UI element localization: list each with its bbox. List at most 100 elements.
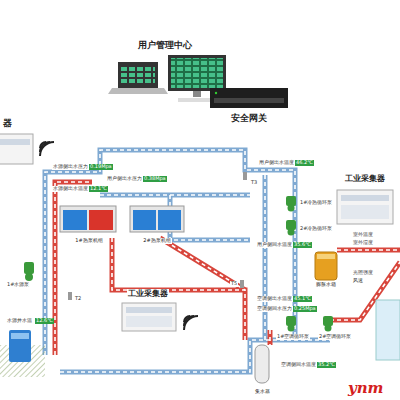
sensor-label: T3 [250,180,258,186]
expansion-tank-part [315,252,337,280]
value-badge: 0.38Mpa [143,176,167,182]
pipe-part [112,238,245,340]
sensor-label: 光照强度 [352,270,374,276]
pipe-part [269,330,271,345]
water-well-part [11,333,29,339]
sensor-symbol [68,172,247,300]
laptop-part [121,65,155,85]
pipe [45,150,400,372]
device-node: 安全网关 [205,86,293,123]
pipe-part [45,150,295,355]
pump-symbol [24,196,333,332]
heat-pump-unit-part [63,210,87,230]
cooling-tower-part [376,300,400,360]
sensor-label: 用户侧出水压力 [106,176,143,182]
value-badge: 0.25Mpa [293,306,317,312]
heat-pump-unit-part [89,210,113,230]
pipe-part [112,238,245,340]
sensor-label: 1#空调循环泵 [276,334,310,340]
laptop [108,62,168,94]
value-badge: 0.19Mpa [89,164,113,170]
pipe-part [45,150,295,355]
device-node: 2#热泵机组 [128,204,186,244]
expansion-tank-part [317,254,335,259]
collector-device-part [337,190,393,224]
monitor-part [171,58,223,88]
collector-device-part [0,139,30,145]
sensor-label: 空调侧出水温度 [256,296,293,302]
device-node: 工业采集器 [332,174,398,227]
sensor-label: 1#冷热循环泵 [299,200,333,206]
sensor-symbol-part [243,172,247,180]
device-label: 集水器 [254,389,271,395]
device-node: 用户管理中心 [100,40,230,105]
monitor-part [168,55,226,91]
device-node: 膨胀水箱 [306,250,346,288]
sensor-symbol-part [68,292,72,300]
pipe-part [160,238,245,290]
sensor-label: 用户侧出水温度 [258,160,295,166]
water-well-part [9,330,31,362]
value-badge: 35.6℃ [293,242,312,248]
pipe-part [60,340,330,372]
collector-device-part [122,303,176,331]
wifi-symbol [40,142,198,330]
collector-tank [255,345,269,383]
device-label: 用户管理中心 [137,40,193,50]
pump-symbol-part [288,229,295,236]
heat-pump-unit-part [130,206,184,232]
pipe-part [264,175,266,340]
monitor-part [171,58,223,88]
sensor-label: T5 [230,281,238,287]
heat-pump-unit [60,206,184,232]
sensor-label: 2#空调循环泵 [318,334,352,340]
sensor-label: 2#冷热循环泵 [299,226,333,232]
device-label: 工业采集器 [344,174,386,183]
sensor-label: 风速 [352,278,364,284]
watermark: ynm [348,380,384,397]
laptop-part [118,62,158,88]
device-label: 器 [3,118,12,128]
wifi-symbol-part [184,316,198,330]
gateway-device-part [210,88,288,108]
collector-device-part [126,307,172,313]
collector-device-part [0,134,33,164]
sensor-label: 空调侧回水温度 [280,362,317,368]
device-label: 安全网关 [230,113,268,123]
sensor-label: 水源侧出水压力 [52,164,89,170]
heat-pump-unit-part [60,206,116,232]
pipe-part [263,175,268,340]
pump-symbol-part [288,205,295,212]
heat-pump-unit-part [158,210,181,230]
collector-device [0,134,393,331]
pipe-part [268,330,273,345]
device-node: 1#热泵机组 [58,204,120,244]
value-badge: 12.6℃ [35,318,54,324]
sensor-label: 用户侧回水温度 [256,242,293,248]
device-node: 集水器 [248,343,276,395]
wifi-symbol-part [40,142,54,156]
pump-symbol-part [288,325,295,332]
sensor-label: 1#水源泵 [6,282,30,288]
heat-pump-unit-part [133,210,156,230]
gateway-device [210,88,288,108]
pipe-part [160,238,245,290]
collector-device-part [341,195,389,201]
value-badge: 35.2℃ [317,362,336,368]
collector-device-part [341,205,389,219]
value-badge: 12.1℃ [89,186,108,192]
pipe-part [337,249,400,251]
value-badge: 45.1℃ [293,296,312,302]
pump-symbol-part [24,262,34,274]
laptop-part [108,88,168,94]
pump-symbol-part [325,325,332,332]
device-label: 膨胀水箱 [315,282,337,288]
pipe-part [337,248,400,253]
sensor-label: T2 [74,296,82,302]
device-label: 1#热泵机组 [74,238,103,244]
sensor-label: 水源井水温 [6,318,33,324]
device-label: 2#热泵机组 [142,238,171,244]
gateway-device-part [214,98,284,103]
